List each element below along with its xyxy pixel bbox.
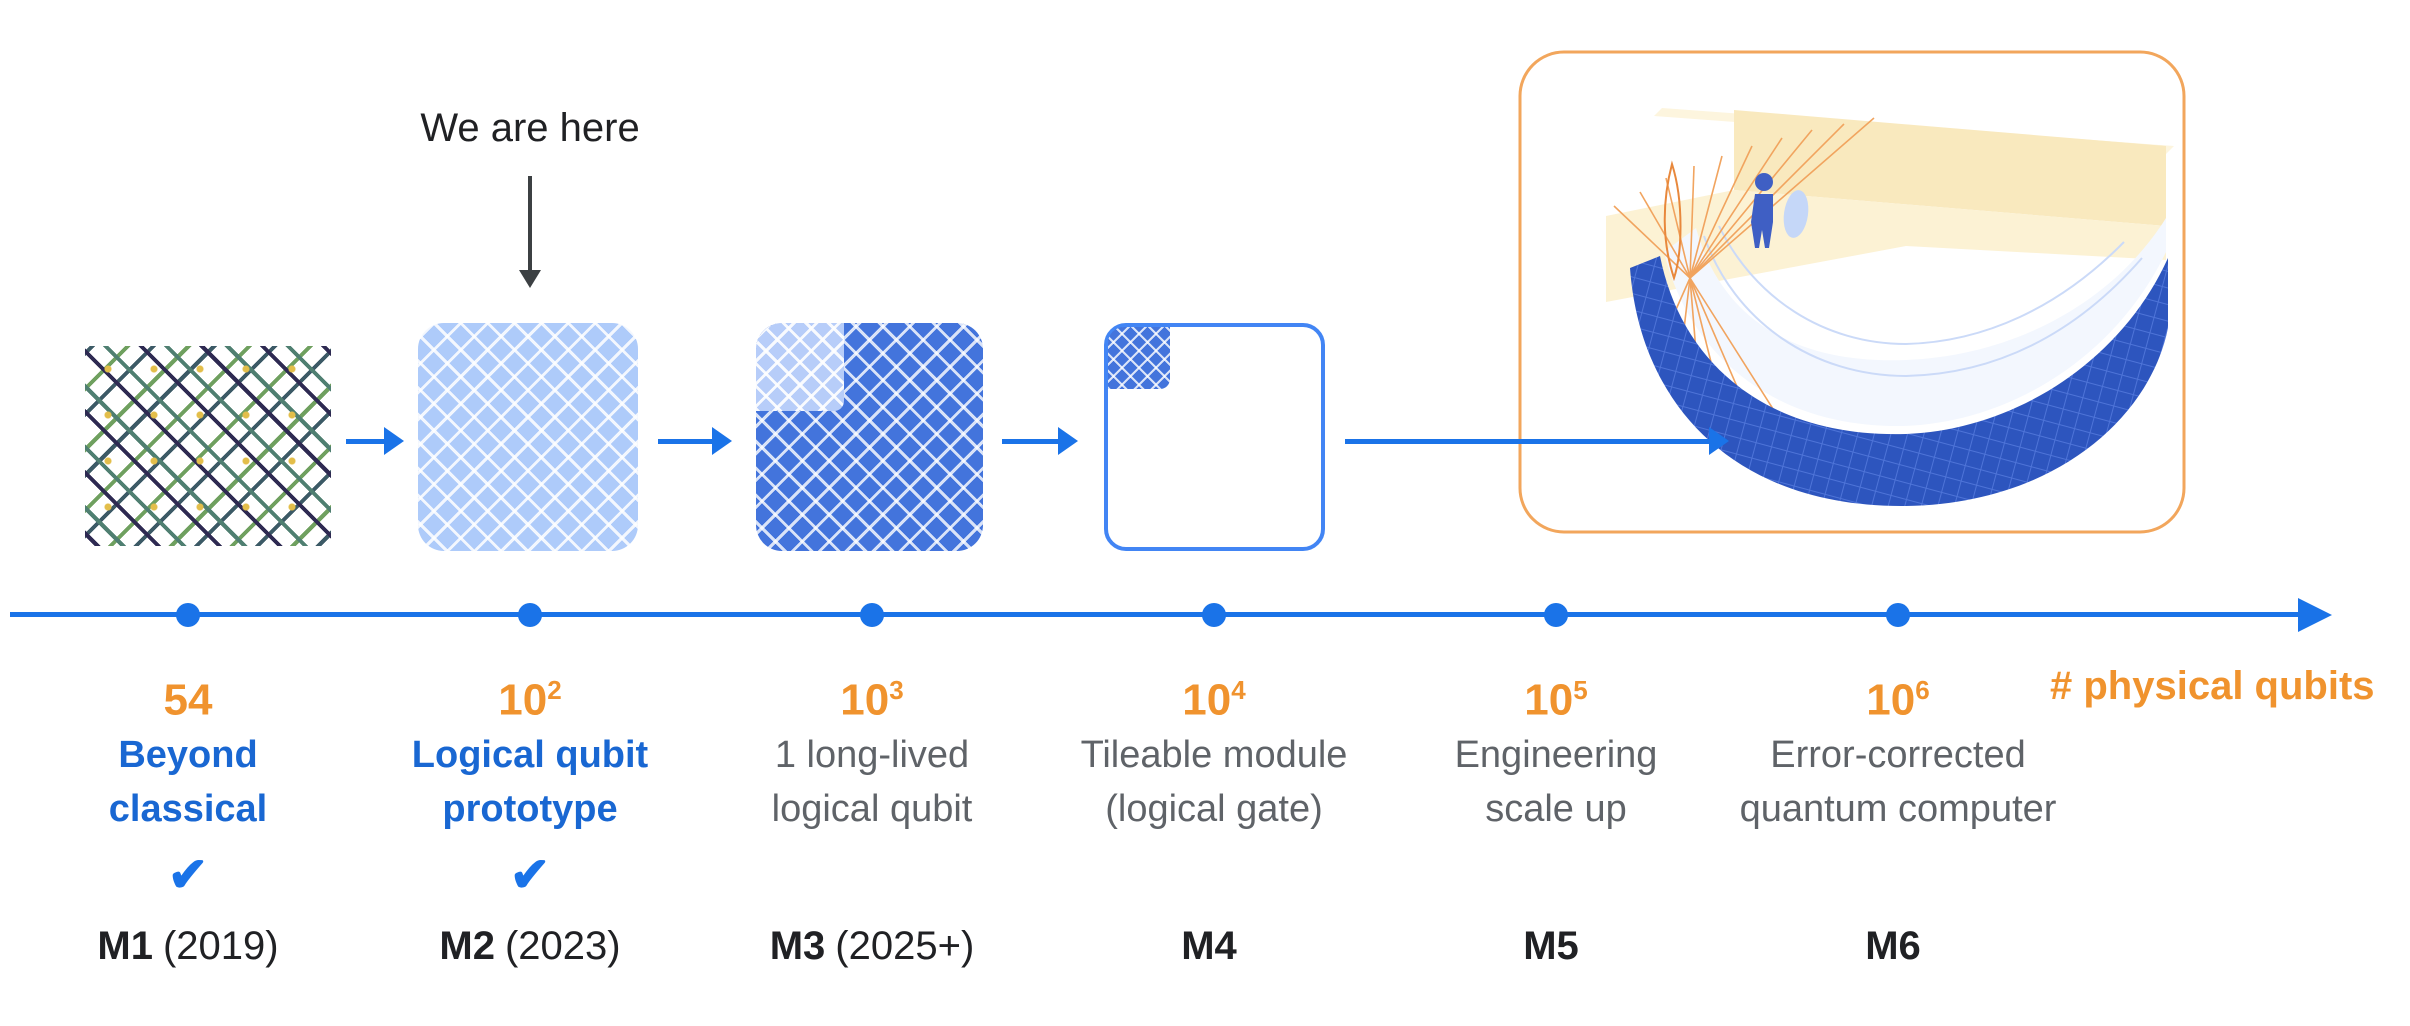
qubit-count: 104: [1182, 675, 1246, 725]
we-are-here-label: We are here: [420, 106, 640, 150]
trough-inner-surface: [1664, 218, 2166, 427]
checkmark-icon: [692, 840, 1052, 924]
timeline-dot-m1: [176, 603, 200, 627]
qubit-count: 103: [840, 675, 904, 725]
m3-corner-tile: [756, 323, 844, 411]
orange-fan-lines: [1613, 117, 1875, 421]
milestone-id: M5: [1523, 924, 1579, 968]
physical-qubits-axis-label: # physical qubits: [2050, 664, 2375, 708]
arrow-right-icon: [346, 427, 404, 455]
milestone-label: Tileable module(logical gate): [1080, 734, 1348, 830]
milestone-column-m4: 104 Tileable module(logical gate) M4: [1034, 660, 1394, 969]
checkmark-icon: [1718, 840, 2078, 924]
timeline-dot-m5: [1544, 603, 1568, 627]
arrow-right-icon: [658, 427, 732, 455]
timeline-dot-m2: [518, 603, 542, 627]
milestone-id: M1(2019): [97, 924, 279, 968]
milestone-id: M2(2023): [439, 924, 621, 968]
m4-tileable-module-icon: [1104, 323, 1325, 551]
checkmark-icon: [1034, 840, 1394, 924]
m3-logical-qubit-icon: [756, 323, 983, 551]
milestone-id: M3(2025+): [769, 924, 975, 968]
error-corrected-computer-illustration: [1518, 50, 2186, 534]
m2-logical-qubit-prototype-icon: [418, 323, 638, 551]
checkmark-icon: ✔: [509, 849, 551, 902]
m1-qubit-array-icon: [85, 346, 331, 546]
arrow-right-icon: [1345, 427, 1729, 455]
person-icon: [1751, 173, 1773, 248]
checkmark-icon: ✔: [167, 849, 209, 902]
orange-outline-shape: [1663, 160, 1682, 282]
milestone-id: M6: [1865, 924, 1921, 968]
blob-shape: [1783, 190, 1809, 238]
m4-corner-tile: [1108, 327, 1170, 389]
timeline-arrowhead-icon: [2298, 598, 2332, 632]
qubit-count: 105: [1524, 675, 1588, 725]
floor-face: [1606, 190, 2166, 302]
arrow-right-icon: [1002, 427, 1078, 455]
milestone-id: M4: [1181, 924, 1237, 968]
we-are-here-arrow-icon: [519, 176, 541, 288]
timeline-axis: [10, 612, 2302, 617]
timeline-dot-m3: [860, 603, 884, 627]
timeline-dot-m4: [1202, 603, 1226, 627]
qubit-count: 102: [498, 675, 562, 725]
timeline-dot-m6: [1886, 603, 1910, 627]
wall-front-face: [1734, 110, 2166, 226]
qubit-count: 54: [163, 675, 213, 725]
checkmark-icon: [1376, 840, 1736, 924]
trough-outer-surface: [1630, 256, 2168, 507]
qubit-count: 106: [1866, 675, 1930, 725]
